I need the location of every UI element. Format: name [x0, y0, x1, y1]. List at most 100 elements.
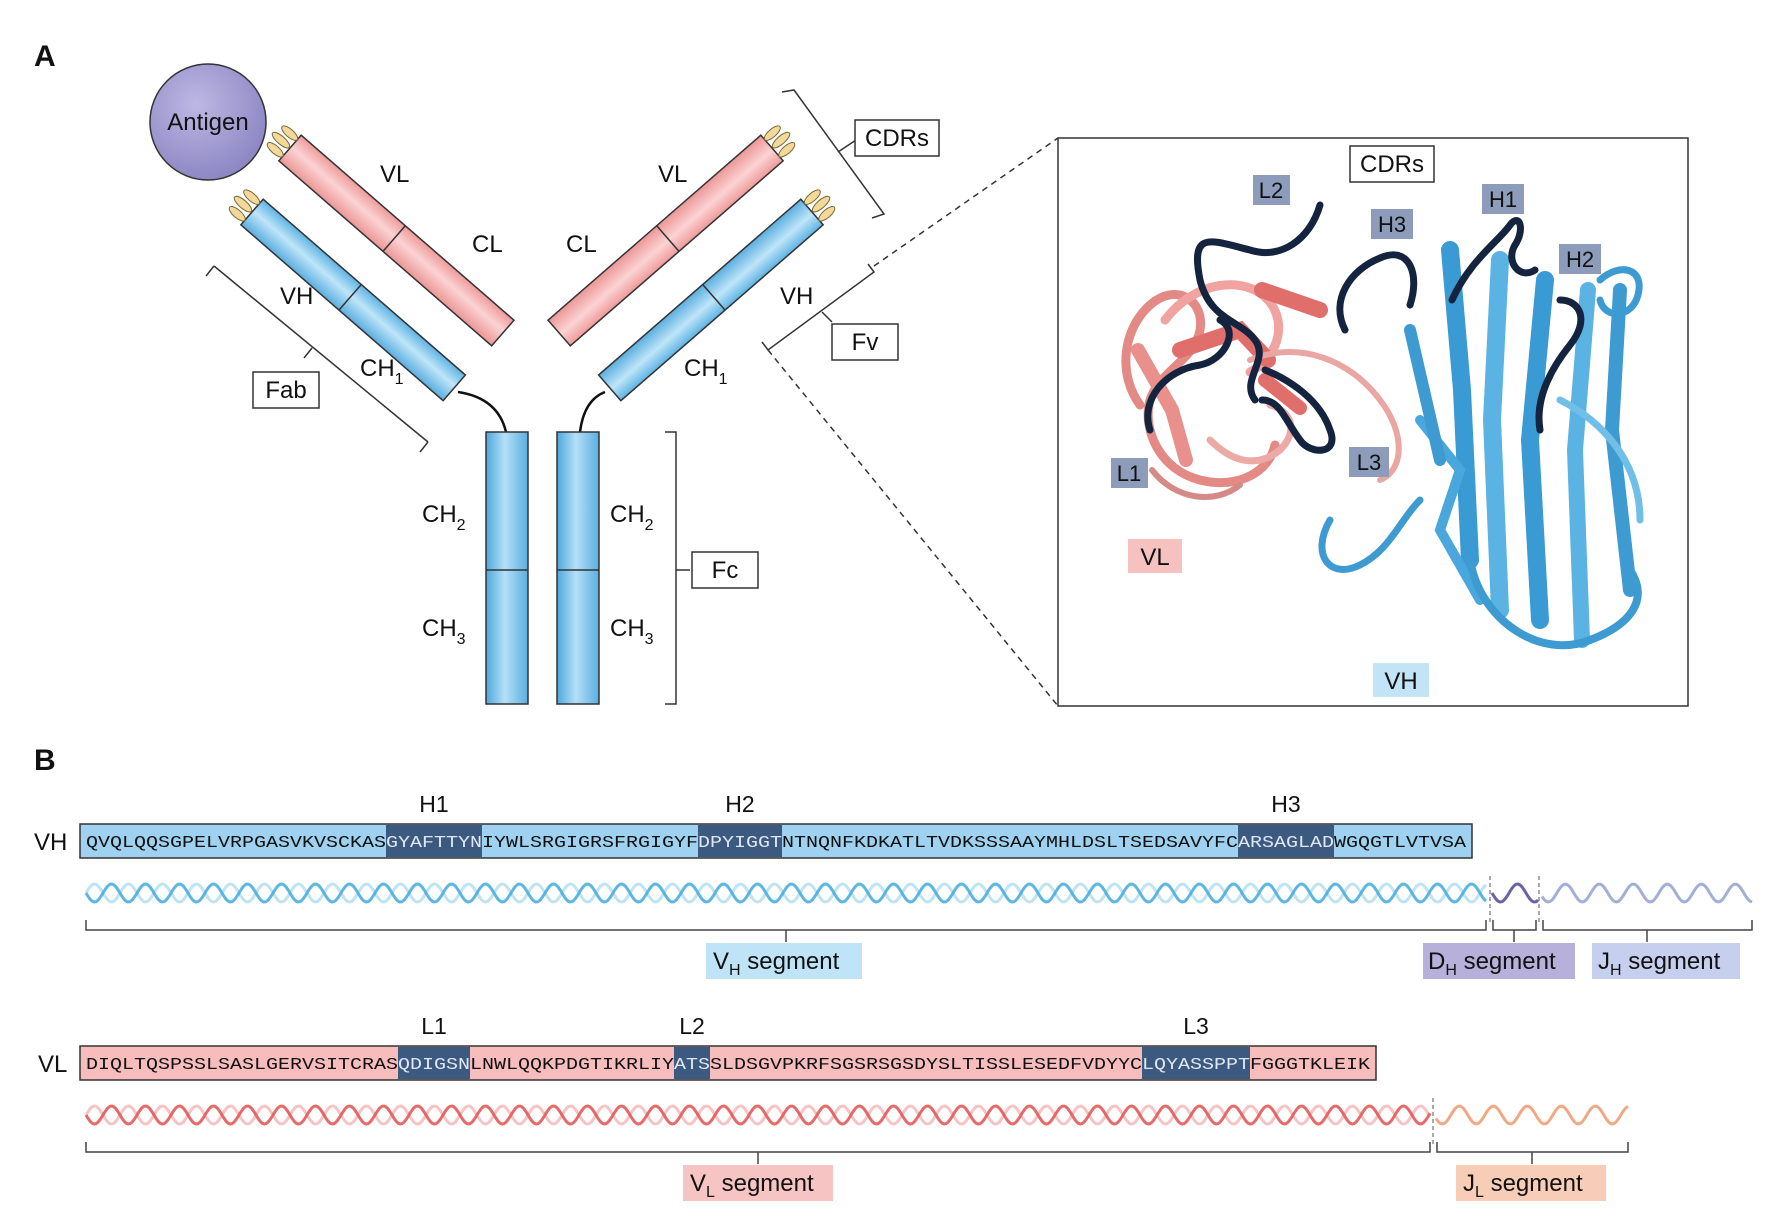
vl-sequence-part: LQYASSPPT — [1142, 1056, 1250, 1075]
vl-sequence-part: SLDSGVPKRFSGSRSGSDYSLTISSLESEDFVDYYC — [710, 1056, 1142, 1075]
cdrs-bracket — [781, 89, 886, 219]
svg-text:VH segment: VH segment — [713, 948, 840, 979]
fc-stem-right — [556, 431, 600, 705]
fab-label-box: Fab — [252, 371, 320, 409]
svg-text:DH segment: DH segment — [1428, 948, 1556, 979]
fc-label: Fc — [712, 557, 739, 584]
label-cl-right: CL — [566, 231, 597, 258]
vh-chain-label: VH — [34, 829, 67, 856]
vl-cdr-highlight — [674, 1047, 710, 1079]
cdr-loops — [1144, 201, 1585, 454]
structure-cdrs-label: CDRs — [1360, 151, 1424, 178]
struct-label-h2: H2 — [1559, 244, 1601, 274]
vl-sequence-part: ATS — [674, 1056, 710, 1075]
vh-sequence-part: GYAFTTYN — [386, 834, 482, 853]
label-ch3-left: CH3 — [422, 615, 466, 648]
struct-label-l2: L2 — [1253, 175, 1290, 205]
cdrs-outer-label-box: CDRs — [854, 119, 940, 157]
vl-gene-waves — [84, 1098, 1629, 1144]
svg-text:VL: VL — [1140, 544, 1169, 571]
label-ch2-right: CH2 — [610, 501, 654, 534]
vh-cdr-label: H2 — [725, 791, 754, 817]
label-vl-right: VL — [658, 161, 687, 188]
vl-sequence-part: LNWLQQKPDGTIKRLIY — [470, 1056, 674, 1075]
label-ch1-right: CH1 — [684, 355, 728, 388]
fv-bracket — [761, 263, 876, 352]
structure-panel: CDRs L2 H3 H1 H2 L1 L3 VL — [1057, 137, 1689, 707]
vh-v-segment-label: VH segment — [706, 943, 862, 979]
vh-j-segment-label: JH segment — [1592, 943, 1740, 979]
label-vh-left: VH — [280, 283, 313, 310]
vh-gene-waves — [84, 876, 1753, 922]
vh-sequence-part: IYWLSRGIGRSFRGIGYF — [482, 834, 698, 853]
right-heavy-chain — [597, 189, 836, 402]
vl-sequence-part: QDIGSN — [398, 1056, 470, 1075]
cdr-tips-right-light — [763, 125, 796, 158]
cdr-tips-left-light — [266, 125, 299, 158]
vh-cdr-label: H1 — [419, 791, 448, 817]
vh-segment-brackets — [85, 920, 1753, 942]
fab-bracket — [205, 265, 429, 453]
fab-label: Fab — [265, 377, 306, 404]
zoom-line-bottom — [767, 349, 1059, 707]
label-cl-left: CL — [472, 231, 503, 258]
fc-bracket — [665, 431, 690, 705]
fv-label-box: Fv — [831, 323, 899, 361]
label-vh-right: VH — [780, 283, 813, 310]
label-vl-left: VL — [380, 161, 409, 188]
vl-cdr-label: L3 — [1183, 1013, 1209, 1039]
cdrs-outer-label: CDRs — [865, 125, 929, 152]
vh-cdr-label: H3 — [1271, 791, 1300, 817]
cdr-tips-right-heavy — [803, 189, 836, 222]
panel-letter-a: A — [34, 40, 56, 73]
label-ch1-left: CH1 — [360, 355, 404, 388]
vl-cdr-highlight — [1142, 1047, 1250, 1079]
vl-cdr-highlight — [398, 1047, 470, 1079]
label-ch2-left: CH2 — [422, 501, 466, 534]
fc-label-box: Fc — [691, 551, 759, 589]
vl-cdr-label: L1 — [421, 1013, 447, 1039]
left-light-chain — [266, 125, 516, 347]
vh-d-segment-label: DH segment — [1423, 943, 1575, 979]
vl-j-segment-label: JL segment — [1456, 1165, 1606, 1201]
struct-label-vh: VH — [1373, 663, 1429, 697]
svg-text:H1: H1 — [1489, 187, 1517, 212]
svg-text:JH segment: JH segment — [1598, 948, 1721, 979]
hinge-left — [457, 390, 508, 433]
struct-label-l3: L3 — [1349, 447, 1389, 477]
vl-chain-label: VL — [38, 1051, 67, 1078]
vh-sequence-part: WGQGTLVTVSA — [1334, 834, 1467, 853]
svg-text:H3: H3 — [1378, 212, 1406, 237]
vh-sequence-part: DPYIGGT — [698, 834, 782, 853]
svg-text:L3: L3 — [1357, 450, 1381, 475]
struct-label-l1: L1 — [1111, 458, 1148, 488]
svg-text:VL segment: VL segment — [690, 1170, 814, 1201]
vl-cdr-label: L2 — [679, 1013, 705, 1039]
fc-stem-left — [485, 431, 529, 705]
struct-label-h3: H3 — [1371, 209, 1413, 239]
struct-label-vl: VL — [1128, 539, 1182, 573]
hinge-right — [578, 390, 606, 433]
vh-cdr-highlight — [1238, 825, 1334, 857]
vh-cdr-highlight — [698, 825, 782, 857]
vh-sequence-part: NTNQNFKDKATLTVDKSSSAAYMHLDSLTSEDSAVYFC — [782, 834, 1238, 853]
antigen-label: Antigen — [167, 109, 248, 136]
label-ch3-right: CH3 — [610, 615, 654, 648]
vl-sequence-part: FGGGTKLEIK — [1250, 1056, 1371, 1075]
vh-sequence-part: ARSAGLAD — [1238, 834, 1334, 853]
svg-text:H2: H2 — [1566, 247, 1594, 272]
vl-cdr-labels: L1 L2 L3 — [421, 1013, 1209, 1039]
zoom-line-top — [873, 137, 1059, 267]
panel-letter-b: B — [34, 744, 56, 777]
right-light-chain — [546, 125, 796, 347]
svg-text:VH: VH — [1384, 668, 1417, 695]
svg-text:L2: L2 — [1259, 178, 1283, 203]
antigen: Antigen — [149, 63, 267, 181]
vl-sequence-part: DIQLTQSPSSLSASLGERVSITCRAS — [86, 1056, 398, 1075]
vl-segment-brackets — [85, 1142, 1629, 1164]
struct-label-h1: H1 — [1482, 184, 1524, 214]
cdr-tips-left-heavy — [228, 189, 261, 222]
